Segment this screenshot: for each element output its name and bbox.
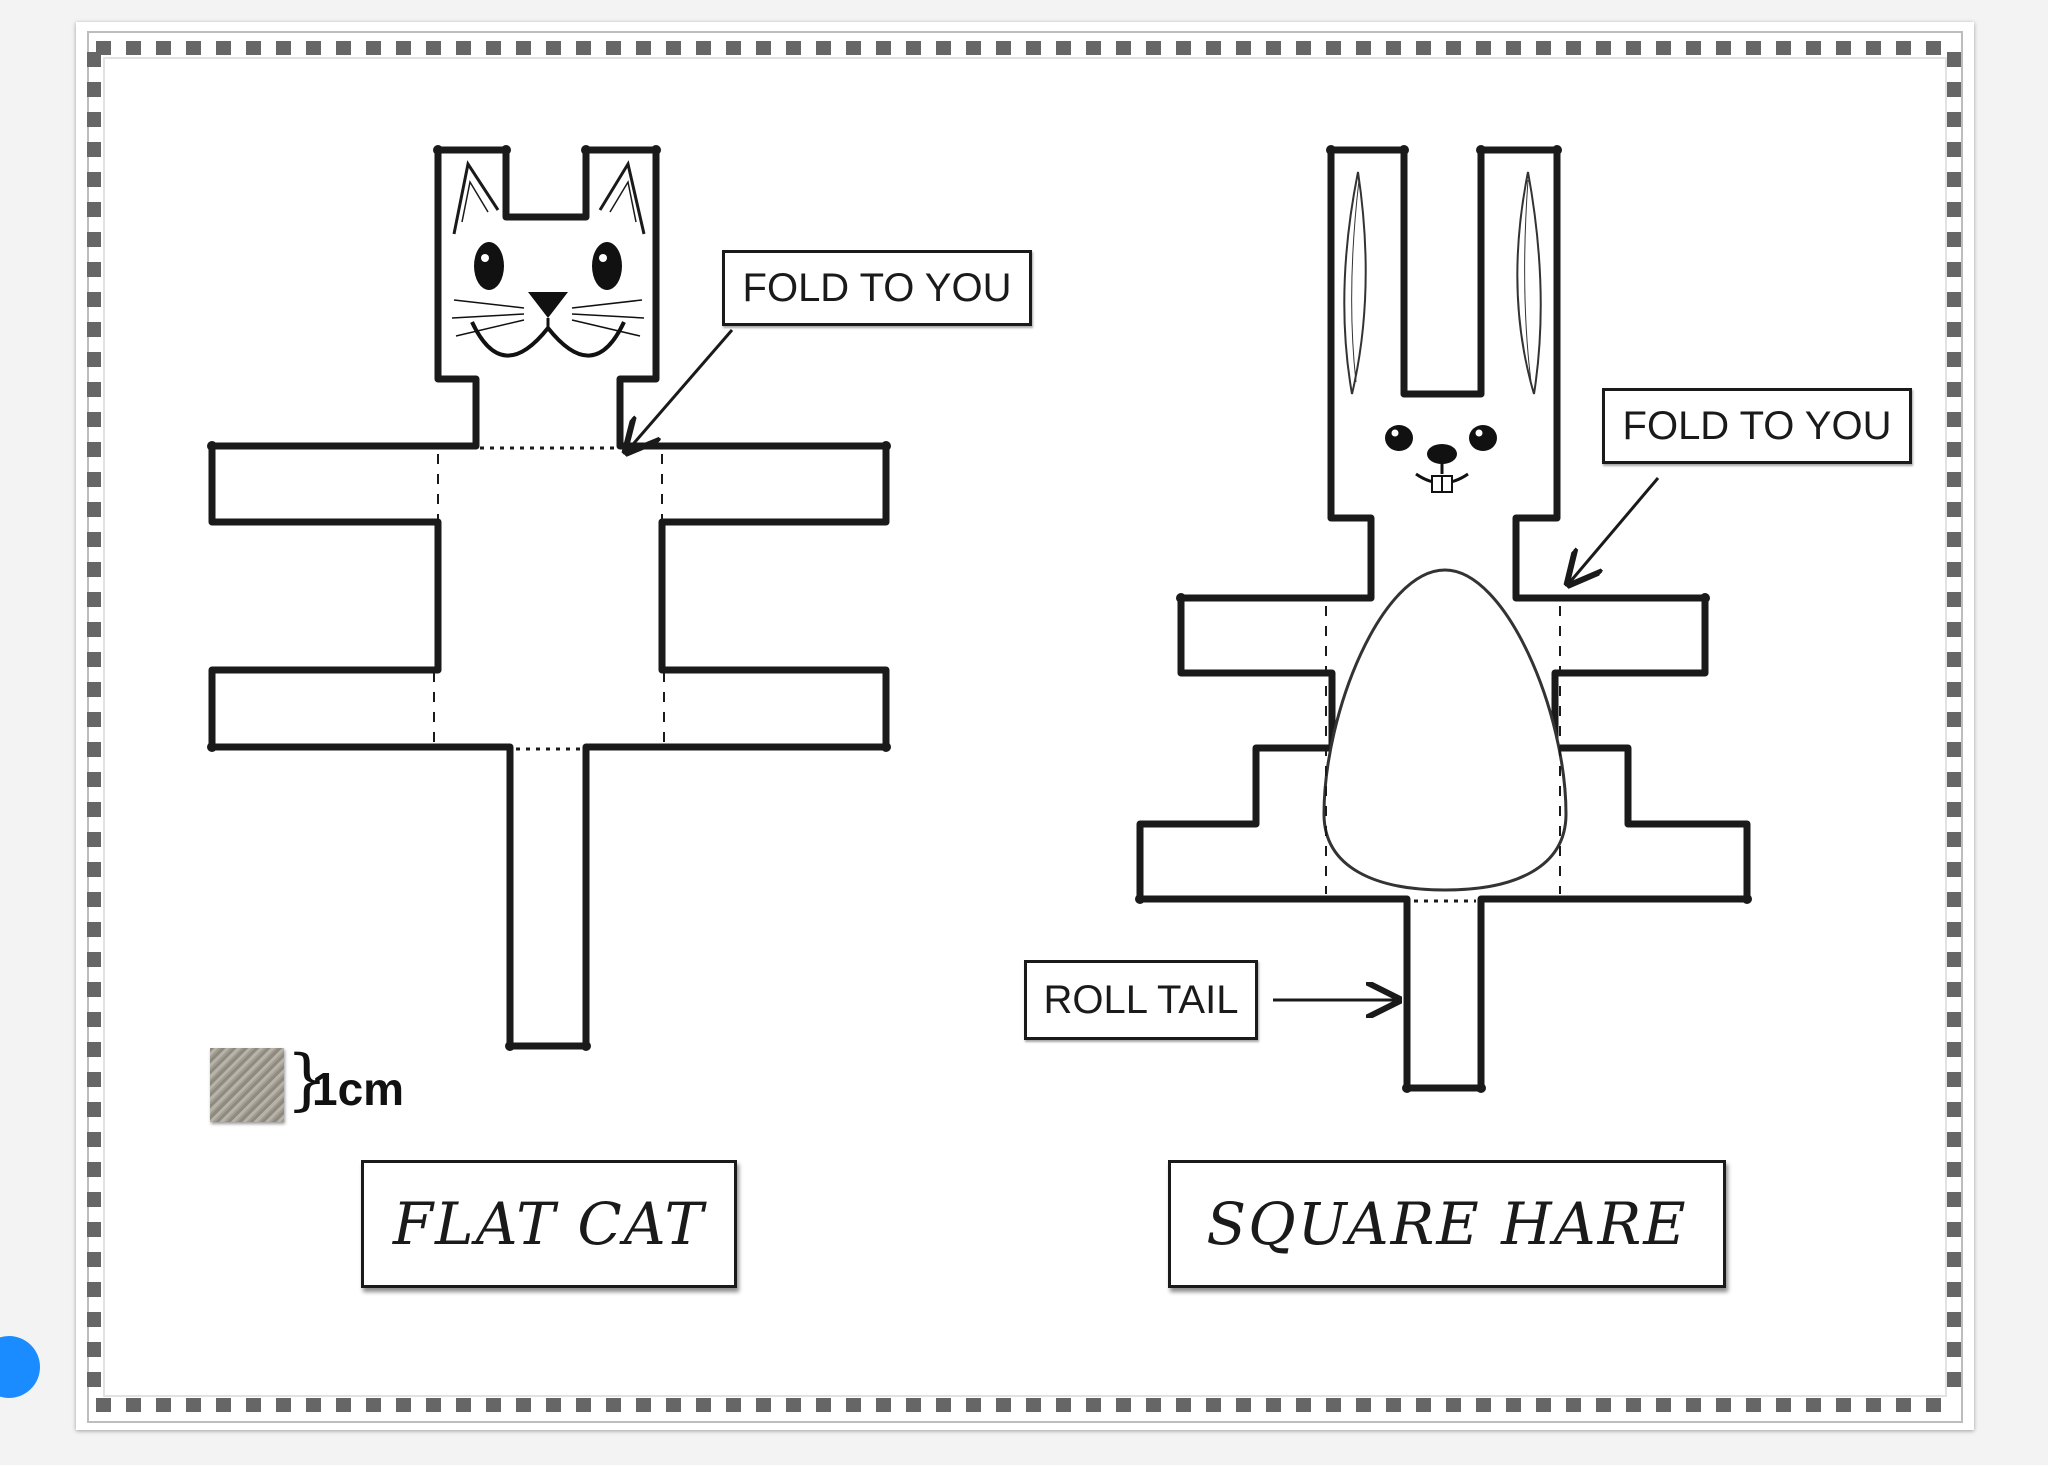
hare-fold-callout: FOLD TO YOU xyxy=(1602,388,1912,464)
cat-fold-callout: FOLD TO YOU xyxy=(722,250,1032,326)
scale-brace-icon: } xyxy=(286,1041,328,1118)
cat-title-box: FLAT CAT xyxy=(361,1160,737,1288)
flat-cat-cutout xyxy=(207,145,891,1051)
printable-sheet: FOLD TO YOU FOLD TO YOU ROLL TAIL } 1cm … xyxy=(76,22,1974,1430)
hare-roll-callout-text: ROLL TAIL xyxy=(1043,977,1239,1022)
hare-fold-callout-text: FOLD TO YOU xyxy=(1622,403,1892,448)
scale-label: 1cm xyxy=(312,1063,405,1115)
scale-swatch xyxy=(210,1048,284,1122)
cat-fold-callout-text: FOLD TO YOU xyxy=(742,265,1012,310)
hare-title: SQUARE HARE xyxy=(1206,1190,1688,1258)
hare-roll-callout: ROLL TAIL xyxy=(1024,960,1258,1040)
hare-belly xyxy=(1322,568,1568,892)
hare-fold-arrow xyxy=(1570,477,1660,582)
craft-template-artwork xyxy=(87,31,1963,1423)
floating-action-dot[interactable] xyxy=(0,1336,40,1398)
cat-face-icon xyxy=(451,160,646,358)
hare-face-icon xyxy=(1385,425,1497,493)
cat-fold-arrow xyxy=(628,329,734,450)
checkered-frame xyxy=(87,31,1963,1423)
hare-title-box: SQUARE HARE xyxy=(1168,1160,1726,1288)
cat-title: FLAT CAT xyxy=(392,1190,706,1258)
square-hare-cutout xyxy=(1135,145,1752,1093)
